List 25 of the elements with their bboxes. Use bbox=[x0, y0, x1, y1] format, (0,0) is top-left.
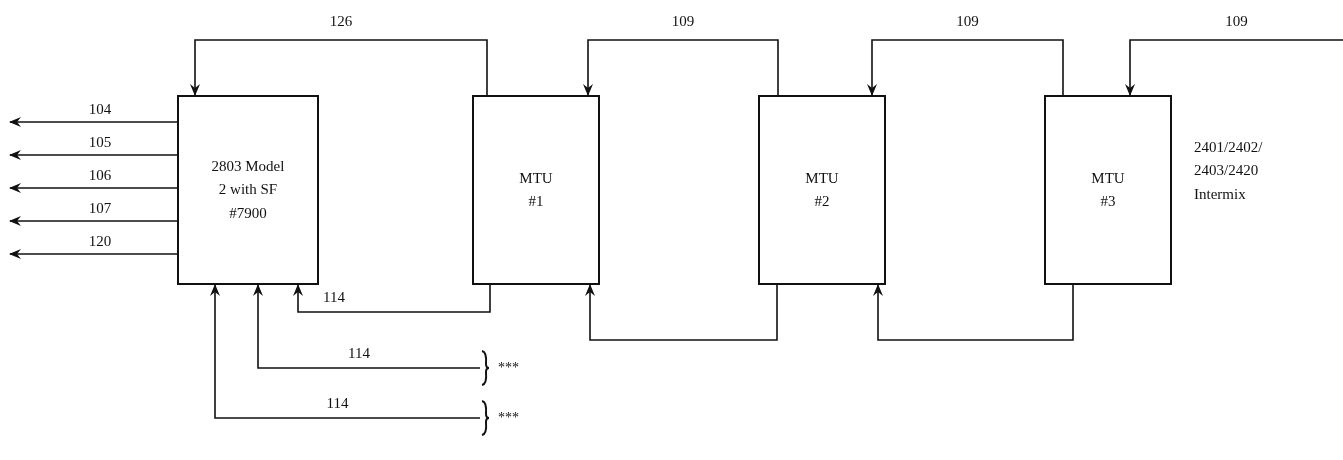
unit-label: MTU #2 bbox=[804, 168, 840, 211]
asterisk-note: *** bbox=[498, 360, 519, 376]
asterisk-note: *** bbox=[498, 410, 519, 426]
arrow bbox=[190, 39, 488, 96]
arrow bbox=[585, 284, 778, 341]
arrow bbox=[9, 150, 178, 160]
arrow bbox=[210, 284, 481, 419]
arrow bbox=[253, 284, 481, 369]
unit-box bbox=[177, 95, 319, 285]
unit-label: MTU #3 bbox=[1090, 168, 1126, 211]
arrow bbox=[873, 284, 1074, 341]
unit-label: MTU #1 bbox=[518, 168, 554, 211]
device-note: 2401/2402/ 2403/2420 Intermix bbox=[1194, 138, 1264, 204]
unit-box bbox=[1044, 95, 1172, 285]
arrow bbox=[9, 249, 178, 259]
arrow bbox=[9, 216, 178, 226]
arrow bbox=[867, 39, 1064, 96]
arrow bbox=[9, 117, 178, 127]
unit-box bbox=[472, 95, 600, 285]
arrow bbox=[293, 284, 491, 313]
arrow bbox=[1125, 39, 1343, 96]
unit-label: 2803 Model 2 with SF #7900 bbox=[210, 157, 286, 223]
arrow bbox=[9, 183, 178, 193]
unit-box bbox=[758, 95, 886, 285]
arrow bbox=[583, 39, 779, 96]
